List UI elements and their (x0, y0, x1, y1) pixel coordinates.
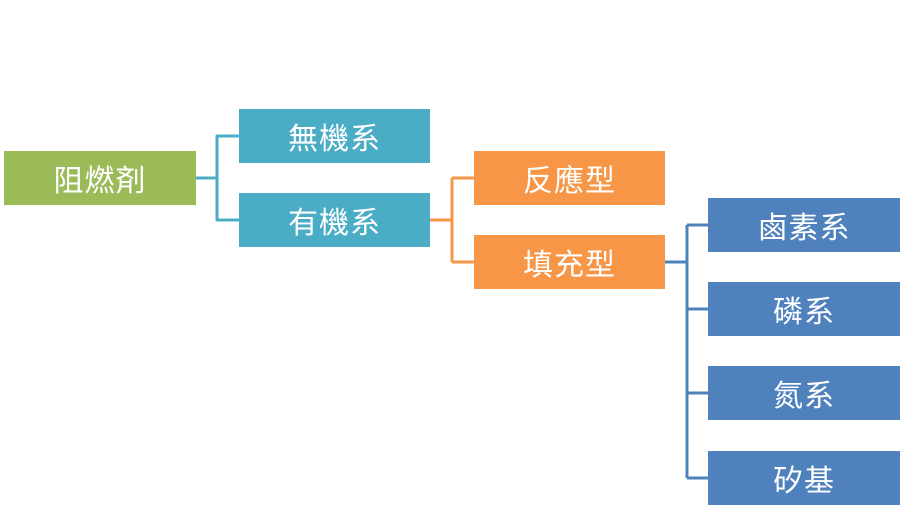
node-reactive-type: 反應型 (474, 151, 665, 205)
connector-organic-to-level2 (430, 176, 474, 264)
node-nitrogen: 氮系 (708, 366, 900, 420)
connector-root-to-level1 (196, 134, 239, 222)
node-organic: 有機系 (239, 193, 430, 247)
node-filler-type: 填充型 (474, 235, 665, 289)
node-silicon: 矽基 (708, 451, 900, 505)
node-phosphorus: 磷系 (708, 282, 900, 336)
node-inorganic: 無機系 (239, 109, 430, 163)
node-halogen: 鹵素系 (708, 198, 900, 252)
connector-filler-to-level3 (665, 223, 708, 480)
root-node-flame-retardant: 阻燃剤 (4, 151, 196, 205)
